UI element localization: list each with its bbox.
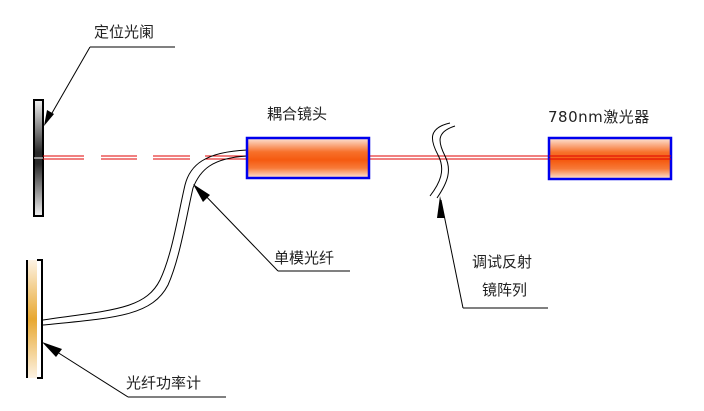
leader-power-meter	[42, 342, 226, 398]
label-aperture: 定位光阑	[94, 23, 155, 41]
single-mode-fiber	[42, 149, 248, 326]
label-power-meter: 光纤功率计	[126, 374, 202, 392]
arrow-icon	[44, 110, 54, 126]
power-meter	[26, 259, 43, 379]
dashed-beam	[43, 155, 247, 160]
label-coupling-lens: 耦合镜头	[267, 105, 328, 123]
aperture	[33, 99, 44, 217]
label-single-mode-fiber: 单模光纤	[274, 249, 335, 267]
label-mirror-array-1: 调试反射	[472, 253, 533, 271]
leader-mirror-array	[437, 196, 548, 309]
coupling-lens	[245, 136, 371, 180]
arrow-icon	[42, 342, 62, 357]
power-meter-sensor	[27, 260, 37, 378]
mirror-array-break-symbol	[429, 122, 456, 199]
arrow-icon	[193, 184, 210, 202]
label-mirror-array-2: 镜阵列	[482, 281, 528, 299]
label-laser: 780nm激光器	[548, 108, 650, 126]
leader-aperture	[44, 46, 175, 126]
leader-fiber	[193, 184, 350, 272]
arrow-icon	[437, 196, 445, 218]
